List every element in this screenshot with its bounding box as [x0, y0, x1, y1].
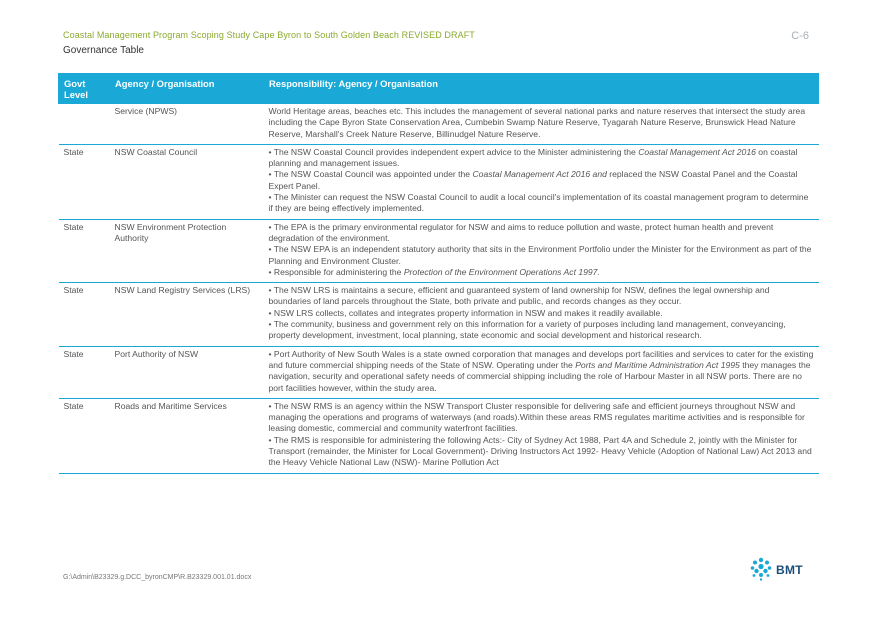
text-run: on coastal planning and management issue… [268, 146, 798, 169]
responsibility-paragraph: • The RMS is responsible for administeri… [269, 435, 814, 469]
document-header: Coastal Management Program Scoping Study… [63, 30, 813, 56]
agency-cell: Port Authority of NSW [109, 346, 264, 399]
text-run: • The Minister can request the NSW Coast… [268, 192, 809, 214]
governance-table: Govt Level Agency / Organisation Respons… [58, 73, 819, 474]
responsibility-paragraph: • The NSW Coastal Council was appointed … [269, 169, 814, 192]
responsibility-paragraph: • NSW LRS collects, collates and integra… [269, 308, 814, 319]
italic-text: Ports and Maritime Administration Act 19… [575, 359, 740, 370]
bmt-logo-text: BMT [776, 563, 803, 577]
agency-cell: Roads and Maritime Services [109, 398, 264, 474]
responsibility-paragraph: World Heritage areas, beaches etc. This … [269, 106, 814, 140]
text-run: • The community, business and government… [268, 319, 786, 341]
govt-level-cell [58, 103, 110, 145]
text-run: • The NSW LRS is maintains a secure, eff… [268, 285, 770, 307]
bmt-logo-icon [750, 557, 772, 581]
text-run: replaced the NSW Coastal Panel and the C… [268, 169, 798, 191]
italic-text: Coastal Management Act 2016 [638, 146, 756, 157]
italic-text: Protection of the Environment Operations… [403, 266, 600, 277]
table-row: Service (NPWS)World Heritage areas, beac… [58, 103, 819, 145]
italic-text: Coastal Management Act 2016 and [472, 169, 607, 180]
agency-cell: Service (NPWS) [109, 103, 264, 145]
responsibility-paragraph: • The NSW RMS is an agency within the NS… [269, 401, 814, 435]
responsibility-cell: • Port Authority of New South Wales is a… [263, 346, 819, 399]
agency-cell: NSW Land Registry Services (LRS) [109, 282, 264, 347]
table-body: Service (NPWS)World Heritage areas, beac… [58, 103, 819, 474]
responsibility-paragraph: • The Minister can request the NSW Coast… [269, 192, 814, 215]
responsibility-cell: • The NSW RMS is an agency within the NS… [263, 398, 819, 474]
responsibility-paragraph: • The NSW LRS is maintains a secure, eff… [269, 285, 814, 308]
page-number: C-6 [791, 30, 809, 42]
responsibility-cell: • The EPA is the primary environmental r… [263, 219, 819, 284]
section-title: Governance Table [63, 45, 144, 56]
text-run: • The NSW EPA is an independent statutor… [268, 244, 812, 266]
document-title: Coastal Management Program Scoping Study… [63, 30, 475, 40]
text-run: • The NSW Coastal Council was appointed … [268, 169, 473, 180]
bmt-logo: BMT [748, 556, 812, 582]
text-run: • The NSW Coastal Council provides indep… [268, 146, 639, 157]
text-run: • The NSW RMS is an agency within the NS… [268, 400, 805, 434]
responsibility-cell: • The NSW Coastal Council provides indep… [263, 144, 819, 220]
column-header-responsibility: Responsibility: Agency / Organisation [263, 73, 819, 104]
footer-file-path: G:\Admin\B23329.g.DCC_byronCMP\R.B23329.… [63, 574, 252, 581]
text-run: • NSW LRS collects, collates and integra… [268, 307, 663, 318]
text-run: • Port Authority of New South Wales is a… [268, 348, 814, 370]
govt-level-cell: State [58, 346, 110, 399]
responsibility-paragraph: • The community, business and government… [269, 319, 814, 342]
responsibility-paragraph: • The NSW Coastal Council provides indep… [269, 147, 814, 170]
column-header-agency: Agency / Organisation [109, 73, 264, 104]
responsibility-cell: World Heritage areas, beaches etc. This … [263, 103, 819, 145]
text-run: World Heritage areas, beaches etc. This … [268, 106, 806, 139]
govt-level-cell: State [58, 144, 110, 220]
govt-level-cell: State [58, 219, 110, 284]
responsibility-paragraph: • Port Authority of New South Wales is a… [269, 349, 814, 394]
text-run: • The EPA is the primary environmental r… [268, 221, 774, 243]
responsibility-paragraph: • Responsible for administering the Prot… [269, 267, 814, 278]
govt-level-cell: State [58, 282, 110, 347]
responsibility-paragraph: • The EPA is the primary environmental r… [269, 222, 814, 245]
table-header-row: Govt Level Agency / Organisation Respons… [58, 73, 819, 104]
agency-cell: NSW Environment Protection Authority [109, 219, 264, 284]
text-run: • Responsible for administering the [268, 266, 404, 277]
responsibility-cell: • The NSW LRS is maintains a secure, eff… [263, 282, 819, 347]
govt-level-cell: State [58, 398, 110, 474]
text-run: they manages the navigation, security an… [268, 359, 811, 393]
text-run: • The RMS is responsible for administeri… [268, 434, 812, 468]
responsibility-paragraph: • The NSW EPA is an independent statutor… [269, 244, 814, 267]
agency-cell: NSW Coastal Council [109, 144, 264, 220]
column-header-govt-level: Govt Level [58, 73, 110, 104]
